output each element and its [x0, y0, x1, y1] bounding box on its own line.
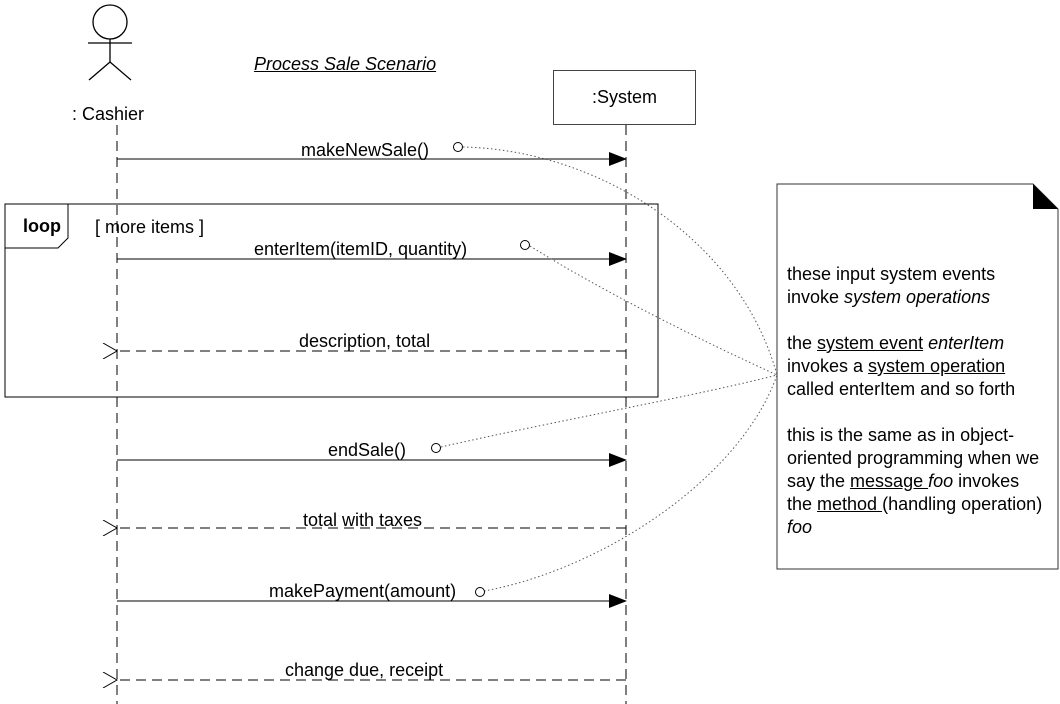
- note-text: these input system events invoke system …: [787, 263, 1049, 562]
- loop-frame-tab: [4, 204, 69, 249]
- note-p3-italic-a: foo: [928, 471, 954, 491]
- note-p3-underline-a: message: [850, 471, 929, 491]
- note-anchor-lines: [440, 146, 778, 592]
- note-paragraph-3: this is the same as in object-oriented p…: [787, 424, 1049, 539]
- loop-keyword: loop: [23, 216, 61, 236]
- note-p2-underline-b: system operation: [868, 356, 1006, 376]
- note-p2-text-a: the: [787, 333, 818, 353]
- msg-makePayment-label: makePayment(amount): [269, 581, 457, 601]
- note-p3-text-b: invokes the: [787, 471, 1020, 514]
- diagram-title: Process Sale Scenario: [254, 54, 437, 74]
- loop-guard: [ more items ]: [95, 217, 205, 237]
- note-p2-underline-a: system event: [817, 333, 924, 353]
- note-box: [776, 183, 1059, 570]
- message-anchor-circles: [431, 142, 530, 597]
- note-corner-fold: [1033, 184, 1058, 209]
- msg-makeNewSale-label: makeNewSale(): [301, 140, 430, 160]
- note-p3-underline-b: method: [817, 494, 883, 514]
- cashier-label: : Cashier: [72, 104, 145, 124]
- loop-frame: [4, 203, 659, 398]
- msg-change-receipt-label: change due, receipt: [285, 660, 444, 680]
- msg-description-total-label: description, total: [299, 331, 431, 351]
- note-p1-text: these input system events invoke: [787, 264, 996, 307]
- system-label: :System: [591, 87, 657, 107]
- msg-total-taxes-label: total with taxes: [303, 510, 423, 530]
- note-p2-text-b: invokes a: [787, 356, 869, 376]
- note-p1-italic: system operations: [844, 287, 991, 307]
- note-p3-italic-b: foo: [787, 517, 813, 537]
- msg-endSale-label: endSale(): [328, 440, 407, 460]
- system-lifeline-box: :System: [553, 70, 696, 125]
- note-p2-italic: enterItem: [928, 333, 1005, 353]
- msg-enterItem-label: enterItem(itemID, quantity): [254, 239, 468, 259]
- note-p3-text-a: this is the same as in object-oriented p…: [787, 425, 1040, 491]
- note-p2-text-c: called enterItem and so forth: [787, 379, 1016, 399]
- note-p3-text-c: (handling operation): [882, 494, 1043, 514]
- cashier-actor-icon: [88, 4, 132, 81]
- note-paragraph-1: these input system events invoke system …: [787, 263, 1049, 309]
- note-paragraph-2: the system event enterItem invokes a sys…: [787, 332, 1049, 401]
